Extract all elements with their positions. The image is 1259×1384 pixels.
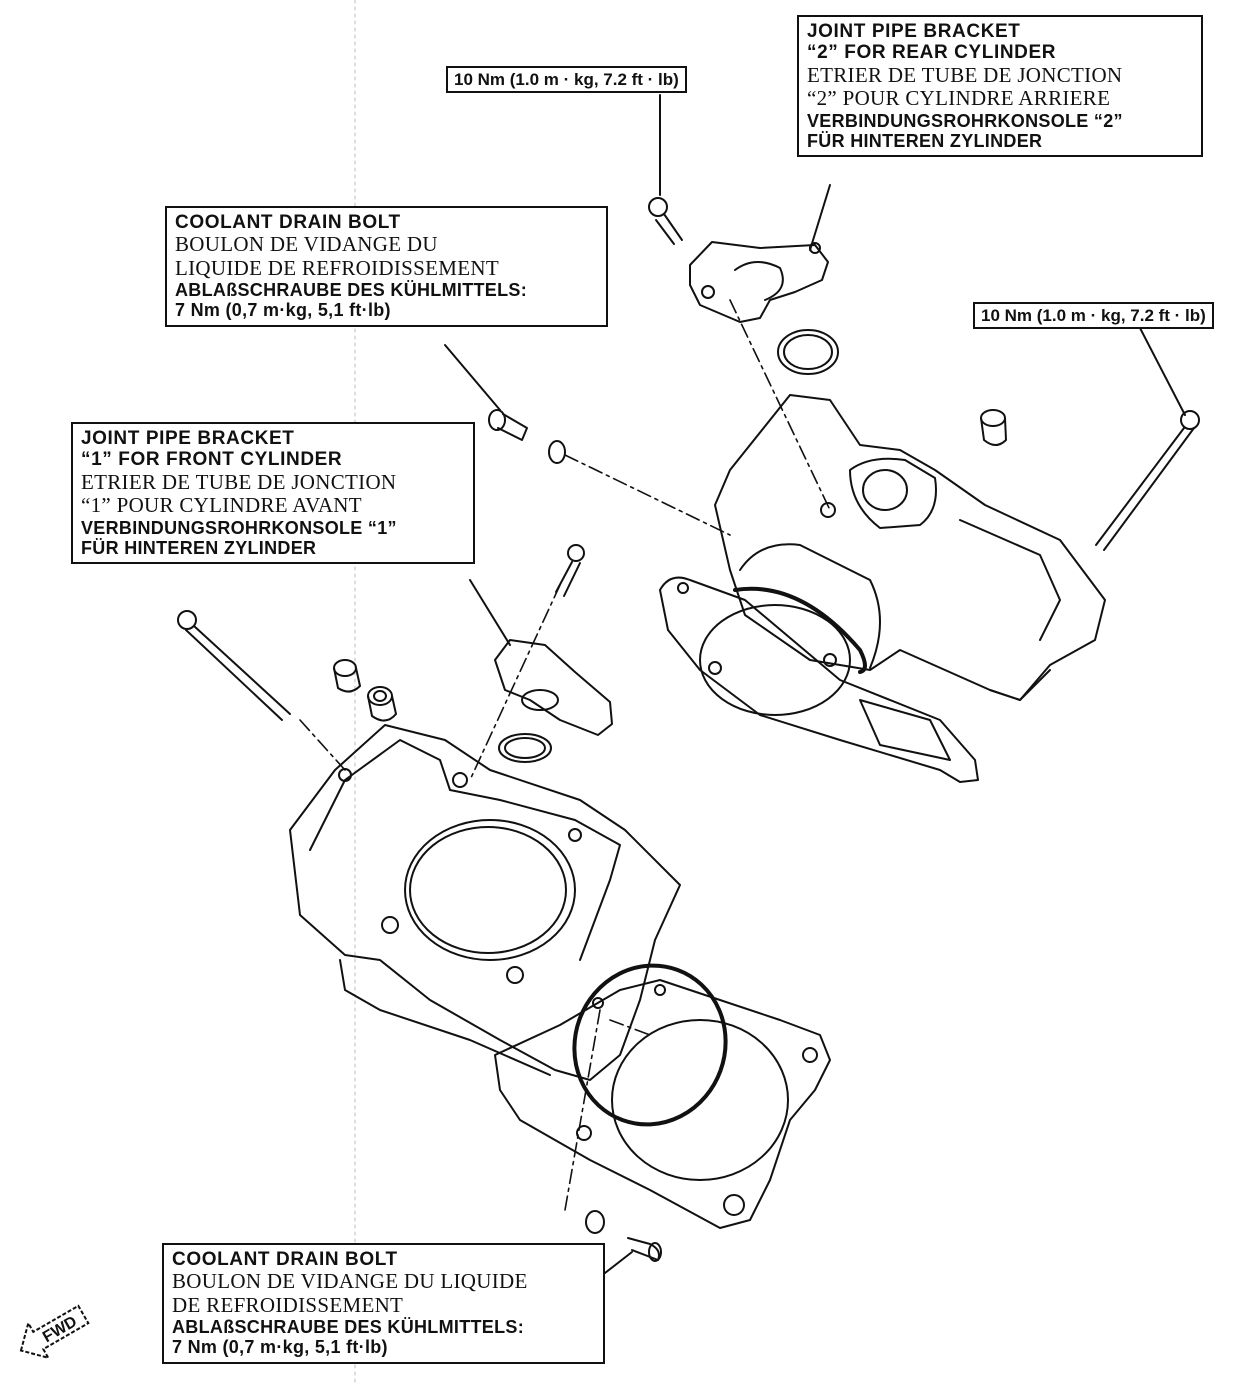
front-bracket-bolt xyxy=(555,544,585,597)
front-o-ring xyxy=(498,733,552,763)
drain-bottom-fr1: BOULON DE VIDANGE DU LIQUIDE xyxy=(172,1269,528,1294)
rear-o-ring xyxy=(777,329,839,375)
drain-bottom-torque: 7 Nm (0,7 m·kg, 5,1 ft·lb) xyxy=(172,1337,388,1358)
torque-label-right: 10 Nm (1.0 m · kg, 7.2 ft · lb) xyxy=(973,302,1214,330)
centerline-drain-top xyxy=(564,454,731,536)
drain-bottom-de: ABLAßSCHRAUBE DES KÜHLMITTELS: xyxy=(172,1317,524,1338)
rear-cylinder-ring xyxy=(733,586,867,674)
rear-bracket-en2: “2” FOR REAR CYLINDER xyxy=(807,42,1057,64)
centerline-long-stud xyxy=(299,719,346,771)
drain-top-fr2: LIQUIDE DE REFROIDISSEMENT xyxy=(175,255,499,280)
rear-bracket-bolt xyxy=(648,197,683,245)
front-bracket-en1: JOINT PIPE BRACKET xyxy=(81,428,295,449)
drain-bottom-en: COOLANT DRAIN BOLT xyxy=(172,1249,398,1270)
front-bracket-en2: “1” FOR FRONT CYLINDER xyxy=(81,449,343,471)
label-rear-bracket: JOINT PIPE BRACKET “2” FOR REAR CYLINDER… xyxy=(797,15,1203,157)
fwd-arrow-icon: FWD xyxy=(19,1304,90,1360)
centerline-rear-bracket xyxy=(729,299,831,511)
centerline-front-drain xyxy=(564,1009,601,1211)
leader-drain-top xyxy=(444,344,501,411)
drain-washer-bottom xyxy=(585,1210,605,1234)
leader-drain-bottom xyxy=(604,1251,633,1274)
leader-torque-right xyxy=(1139,327,1186,416)
front-cylinder-ring xyxy=(572,963,728,1127)
front-long-stud xyxy=(177,610,291,721)
rear-long-stud xyxy=(1095,410,1200,551)
drain-bottom-fr2: DE REFROIDISSEMENT xyxy=(172,1292,404,1317)
joint-pipe-bracket-1 xyxy=(494,639,613,736)
front-bracket-de1: VERBINDUNGSROHRKONSOLE “1” xyxy=(81,517,397,538)
drain-top-en: COOLANT DRAIN BOLT xyxy=(175,212,401,233)
front-dowel-2 xyxy=(367,686,397,722)
rear-bracket-de2: FÜR HINTEREN ZYLINDER xyxy=(807,130,1043,151)
rear-bracket-en1: JOINT PIPE BRACKET xyxy=(807,21,1021,42)
front-dowel-1 xyxy=(333,659,361,693)
rear-bracket-de1: VERBINDUNGSROHRKONSOLE “2” xyxy=(807,110,1123,131)
leader-rear-bracket xyxy=(809,184,831,251)
drain-top-de: ABLAßSCHRAUBE DES KÜHLMITTELS: xyxy=(175,280,527,301)
torque-right-text: 10 Nm (1.0 m · kg, 7.2 ft · lb) xyxy=(981,306,1206,325)
torque-top-text: 10 Nm (1.0 m · kg, 7.2 ft · lb) xyxy=(454,70,679,89)
drain-bolt-bottom xyxy=(585,1210,662,1262)
rear-cylinder-group xyxy=(648,197,1200,783)
drain-top-fr1: BOULON DE VIDANGE DU xyxy=(175,232,438,257)
rear-cylinder-block xyxy=(714,394,1106,701)
rear-base-gasket xyxy=(659,576,979,783)
rear-bracket-fr1: ETRIER DE TUBE DE JONCTION xyxy=(807,62,1123,87)
torque-label-top: 10 Nm (1.0 m · kg, 7.2 ft · lb) xyxy=(446,66,687,94)
label-drain-bottom: COOLANT DRAIN BOLT BOULON DE VIDANGE DU … xyxy=(162,1243,605,1364)
drain-bolt-top xyxy=(488,409,566,464)
front-cylinder-block xyxy=(289,724,681,1081)
front-bracket-fr1: ETRIER DE TUBE DE JONCTION xyxy=(81,469,397,494)
centerline-front-bolt xyxy=(469,584,561,781)
rear-bracket-fr2: “2” POUR CYLINDRE ARRIERE xyxy=(807,86,1111,111)
label-drain-top: COOLANT DRAIN BOLT BOULON DE VIDANGE DU … xyxy=(165,206,608,327)
front-cylinder-group xyxy=(177,544,831,1229)
drain-washer-top xyxy=(548,440,566,464)
joint-pipe-bracket-2 xyxy=(689,241,829,323)
drain-top-torque: 7 Nm (0,7 m·kg, 5,1 ft·lb) xyxy=(175,300,391,321)
rear-dowel xyxy=(980,409,1007,446)
label-front-bracket: JOINT PIPE BRACKET “1” FOR FRONT CYLINDE… xyxy=(71,422,475,564)
front-bracket-fr2: “1” POUR CYLINDRE AVANT xyxy=(81,493,362,518)
front-bracket-de2: FÜR HINTEREN ZYLINDER xyxy=(81,537,317,558)
leader-front-bracket xyxy=(469,579,511,646)
front-base-gasket xyxy=(494,979,831,1229)
